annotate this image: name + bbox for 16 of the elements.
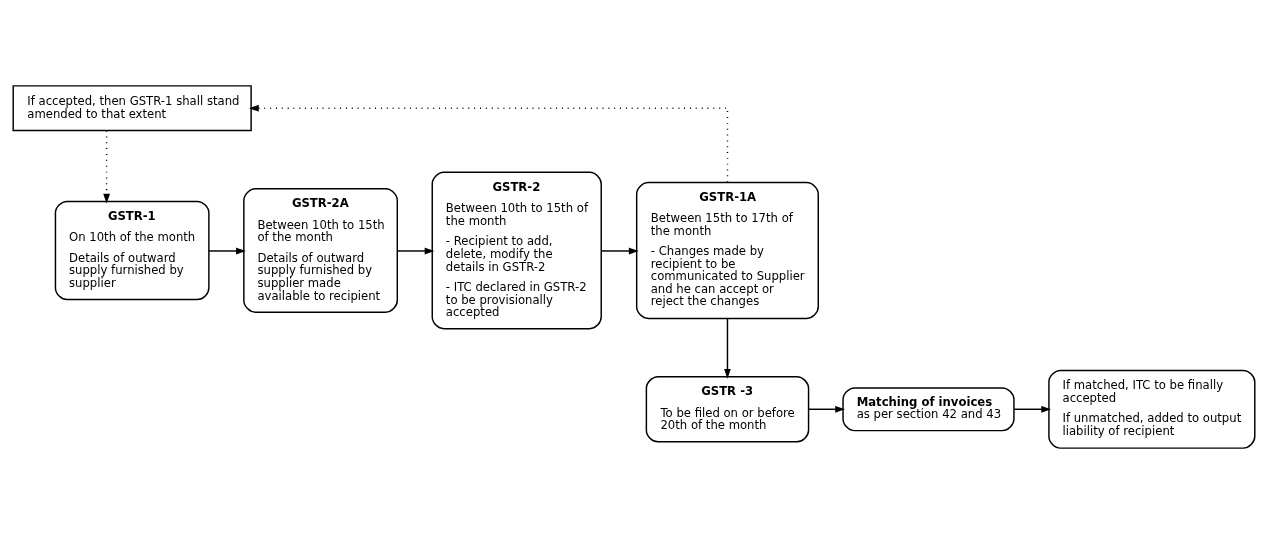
arrow [249, 104, 729, 183]
arrow [103, 130, 110, 204]
arrow [1013, 405, 1051, 413]
arrow [600, 247, 639, 255]
arrow [724, 318, 731, 379]
node-box: GSTR-1 On 10th of the month Details of outward supply furnished by supplier [54, 200, 210, 301]
node-box: GSTR-1A Between 15th to 17th of the month - Changes made by recipient to be communicated to Supplier and he can accept or reject the changes [635, 181, 819, 320]
node-box: If matched, ITC to be finally accepted If unmatched, added to output liability of recipient [1048, 369, 1256, 449]
node-box: GSTR-2 Between 10th to 15th of the month - Recipient to add, delete, modify the details in GSTR-2 - ITC declared in GSTR-2 to be provisionally accepted [431, 171, 602, 330]
arrow [807, 405, 845, 413]
node-box: If accepted, then GSTR-1 shall stand amended to that extent [12, 85, 252, 132]
node-box: GSTR-2A Between 10th to 15th of the month Details of outward supply furnished by supplier made available to recipient [243, 188, 399, 313]
arrow [208, 247, 246, 255]
arrow [396, 247, 435, 255]
node-box: GSTR -3 To be filed on or before 20th of the month [645, 376, 810, 443]
node-box: Matching of invoices as per section 42 and 43 [842, 387, 1015, 432]
